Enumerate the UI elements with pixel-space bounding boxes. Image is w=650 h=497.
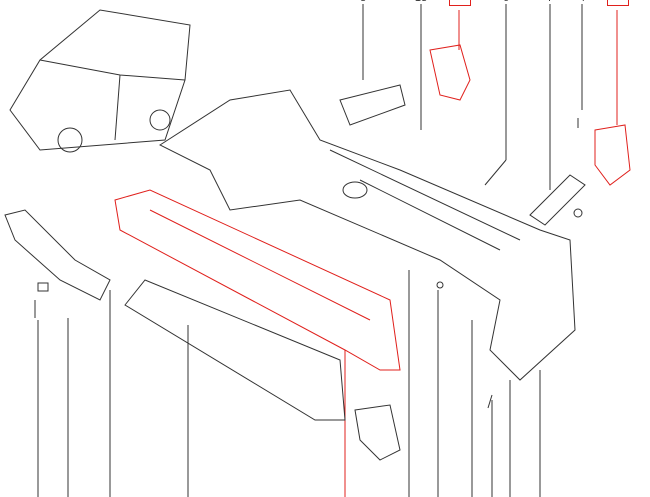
lower-diffuser[interactable] xyxy=(124,279,346,421)
callout-11[interactable]: 11 xyxy=(607,0,629,6)
callout-4[interactable]: 4 xyxy=(572,0,592,4)
bracket-11[interactable] xyxy=(594,124,631,186)
bumper-reinforcement[interactable] xyxy=(114,189,401,371)
bracket-8[interactable] xyxy=(339,84,406,126)
side-bracket-left[interactable] xyxy=(4,209,111,301)
callout-7[interactable]: 7 xyxy=(540,0,560,4)
callout-6[interactable]: 6 xyxy=(496,0,516,4)
callout-13[interactable]: 13 xyxy=(411,0,431,4)
mud-guard[interactable] xyxy=(354,404,401,461)
rear-bumper[interactable] xyxy=(158,89,576,381)
leader-lines xyxy=(37,4,618,497)
bracket-7[interactable] xyxy=(529,174,586,226)
fasteners[interactable] xyxy=(34,118,583,409)
callout-8[interactable]: 8 xyxy=(353,0,373,4)
car-illustration xyxy=(9,9,191,153)
callout-10[interactable]: 10 xyxy=(449,0,471,6)
bracket-10[interactable] xyxy=(429,44,471,101)
